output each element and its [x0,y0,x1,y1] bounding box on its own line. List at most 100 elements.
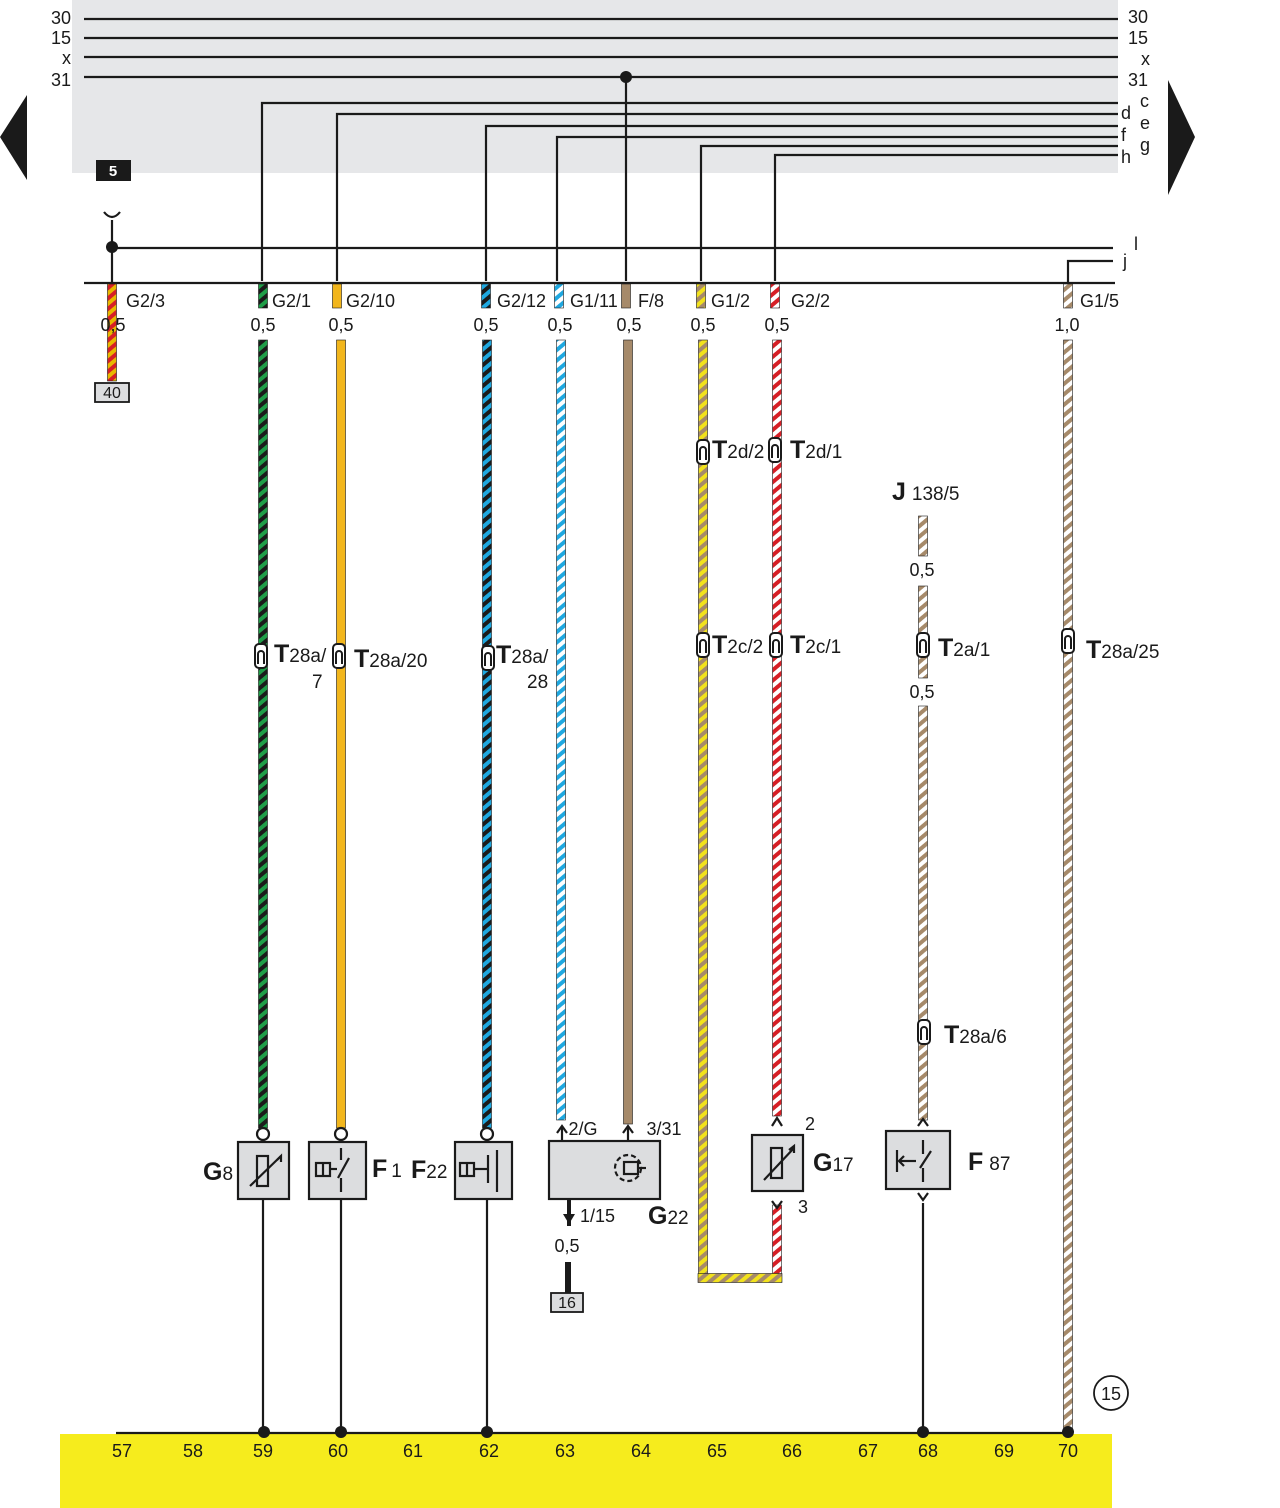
section-number: 5 [109,163,117,180]
bus-right-label: g [1140,135,1150,155]
connector-icon [696,439,710,465]
connector-label-t2a1: T2a/1 [938,634,990,662]
bus-line-d [335,112,1118,281]
pin-label: G1/5 [1080,291,1119,311]
wire-gauge: 0,5 [100,315,125,335]
wire-w65 [698,339,708,1283]
wire-j138 [918,515,928,557]
pin-label: G2/12 [497,291,546,311]
bus-left-label: 30 [51,8,71,28]
bus-right-label: f [1121,125,1127,145]
component-f22 [453,1140,514,1201]
wire-gauge: 0,5 [616,315,641,335]
wire-w64 [621,283,631,309]
bus-line-g [699,144,1118,281]
bus-right-label: 30 [1128,7,1148,27]
pin-label: G1/2 [711,291,750,311]
pin-label: G2/2 [791,291,830,311]
pin-terminal [255,1126,271,1142]
wire-w70 [1063,283,1073,309]
footer-band [60,1434,1112,1508]
sensor-symbol-icon [249,1153,283,1188]
pin-terminal [479,1126,495,1142]
wire-gauge: 0,5 [909,682,934,702]
wire-w62 [482,339,492,1129]
pin-label: F/8 [638,291,664,311]
connector-label-t28a6: T28a/6 [944,1021,1007,1049]
junction-dot [917,1426,929,1438]
connector-icon [769,632,783,658]
speed-sensor-icon [613,1153,646,1183]
component-label-g8: G8 [203,1158,233,1186]
wire-gauge: 1,0 [1054,315,1079,335]
page-number-badge [1093,1375,1129,1411]
pressure-switch-icon [314,1148,350,1192]
connector-label-t2d2: T2d/2 [712,436,764,464]
footer-number: 66 [782,1441,802,1461]
connector-label-t28a28-suffix: 28 [527,672,548,693]
bus-right-label: c [1140,91,1149,111]
footer-number: 65 [707,1441,727,1461]
wire-j138 [918,705,928,1121]
thermo-switch-icon [895,1117,932,1202]
wire-w66 [772,1204,782,1283]
wire-w59 [258,283,268,309]
bus-right-label: d [1121,103,1131,123]
component-label-g22: G22 [648,1202,689,1230]
wire-gauge: 0,5 [473,315,498,335]
wire-w62 [481,283,491,309]
connector-label-t28a20: T28a/20 [354,645,427,673]
connector-icon [332,643,346,669]
pin-label: G2/10 [346,291,395,311]
wire-w65 [696,283,706,309]
footer-number: 57 [112,1441,132,1461]
connector-icon [916,632,930,658]
bus-left-label: 31 [51,70,71,90]
rails [84,211,1115,285]
component-f1 [307,1140,368,1201]
pin-label: 2 [805,1114,815,1134]
component-g8 [236,1140,291,1201]
rail-label-j: j [1122,251,1127,271]
footer-number: 59 [253,1441,273,1461]
connector-label-t28a7-suffix: 7 [312,672,323,693]
wire-gauge: 0,5 [328,315,353,335]
rail-j [1066,259,1113,283]
pin-label: G2/3 [126,291,165,311]
component-label-f22: F22 [411,1156,447,1184]
connector-icon [696,632,710,658]
ground-hook [103,211,121,219]
wire-w60 [336,339,346,1129]
wire-gauge: 0,5 [764,315,789,335]
reference-number: 40 [103,385,121,402]
connector-icon [768,437,782,463]
connector-label-t2c2: T2c/2 [712,631,763,659]
connector-label-t28a7: T28a/ [274,640,327,668]
nav-next-arrow-icon[interactable] [1168,80,1195,195]
bus-line-c [260,101,1118,281]
bus-line-h [773,153,1118,281]
junction-dot [335,1426,347,1438]
wire-gauge: 0,5 [554,1236,579,1256]
connector-label-t28a25: T28a/25 [1086,636,1159,664]
reference-number: 16 [558,1295,576,1312]
wire-gauge: 0,5 [547,315,572,335]
wire-w63 [554,283,564,309]
pin-label: 2/G [568,1119,597,1139]
footer-number: 60 [328,1441,348,1461]
bus-right-label: x [1141,49,1150,69]
ground-wires [261,1199,925,1432]
pin-label: G1/11 [570,291,618,311]
connector-label-t28a28: T28a/ [496,641,549,669]
wires [107,283,1073,1433]
pin-label: 3/31 [646,1119,681,1139]
reference-box [94,382,130,403]
nav-prev-arrow-icon[interactable] [0,95,27,180]
footer-number: 64 [631,1441,651,1461]
bus-right-label: h [1121,147,1131,167]
bus-line-f [555,135,1118,281]
junction-dot [620,71,632,83]
